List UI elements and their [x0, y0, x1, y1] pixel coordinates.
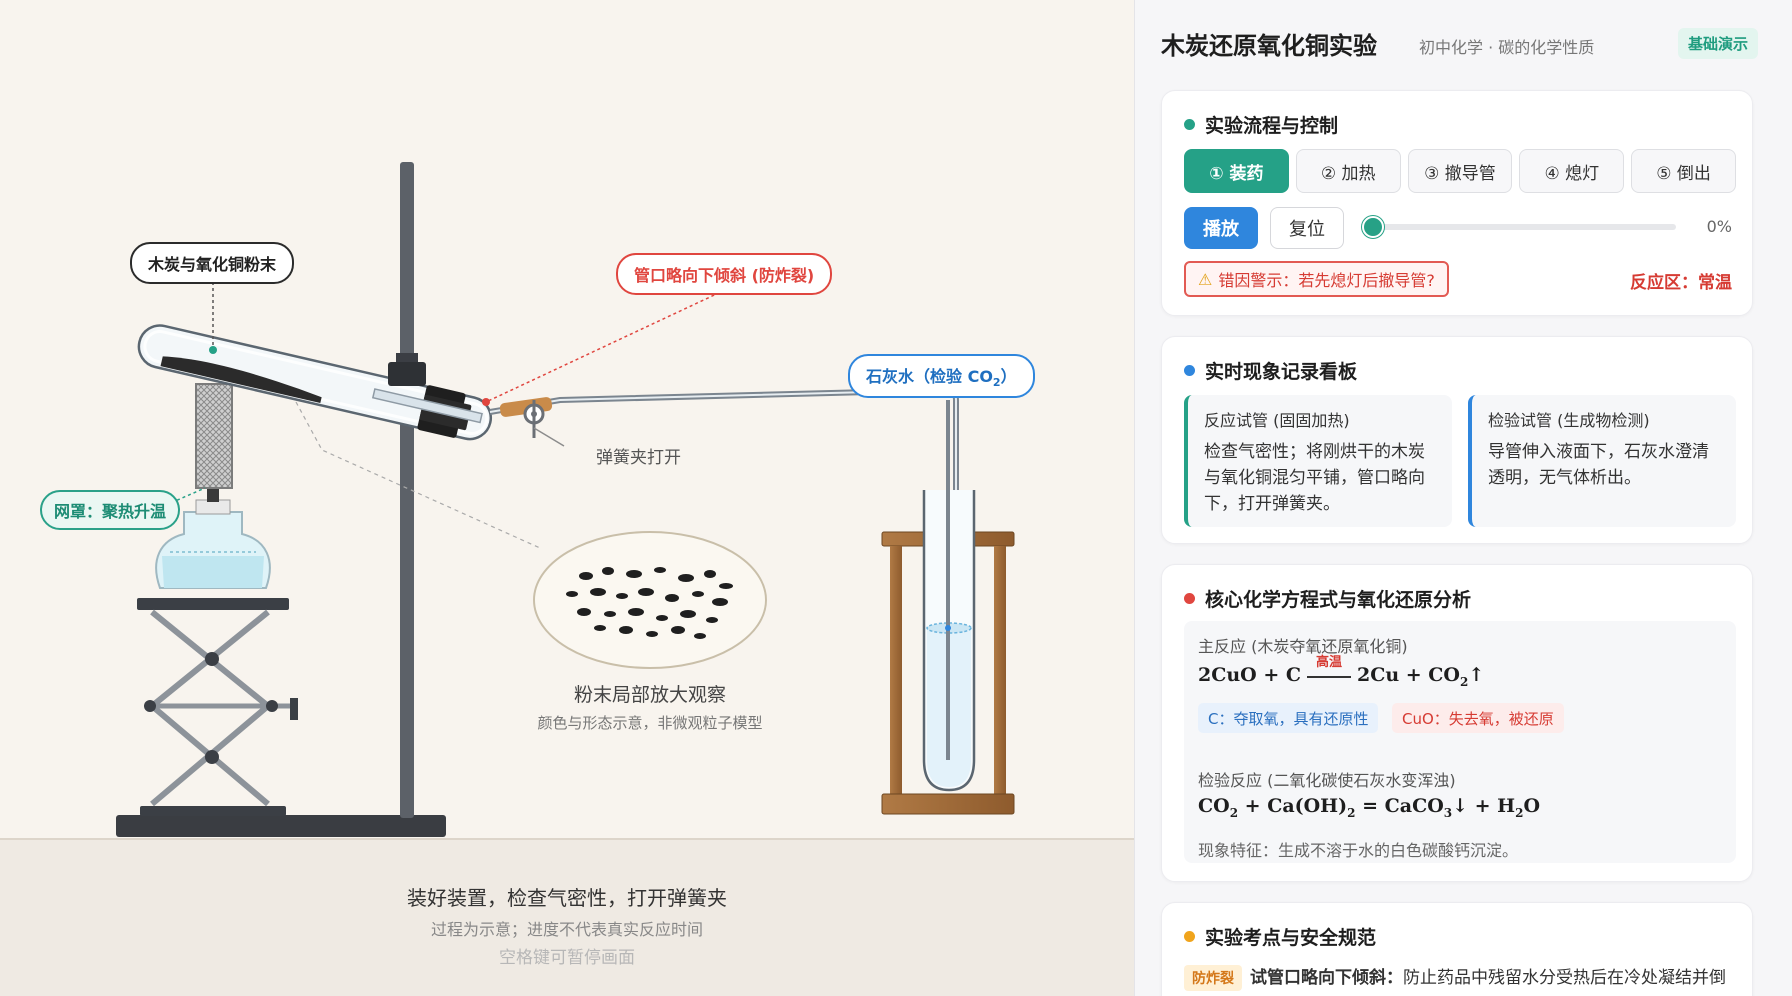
powder-label: 木炭与氧化铜粉末 [130, 242, 295, 284]
test-reaction-box: 检验反应 (二氧化碳使石灰水变浑浊) CO2 + Ca(OH)2 = CaCO3… [1184, 755, 1736, 863]
test-reaction-head: 检验反应 (二氧化碳使石灰水变浑浊) [1198, 771, 1456, 790]
reaction-tube-record-head: 反应试管 (固固加热) [1204, 411, 1350, 430]
safety-item-head: 试管口略向下倾斜： [1250, 968, 1403, 988]
safety-item: 防炸裂试管口略向下倾斜：防止药品中残留水分受热后在冷处凝结并倒 [1184, 963, 1726, 991]
limewater-label: 石灰水（检验 CO2） [848, 354, 1035, 399]
step-tab-2[interactable]: ② 加热 [1295, 149, 1401, 193]
page-title: 木炭还原氧化铜实验 [1161, 32, 1377, 60]
reaction-tube-record: 反应试管 (固固加热) 检查气密性；将刚烘干的木炭与氧化铜混匀平铺，管口略向下，… [1184, 395, 1452, 527]
wire-gauze-hood [195, 383, 233, 489]
test-reaction-equation: CO2 + Ca(OH)2 = CaCO3↓ + H2O [1198, 795, 1541, 820]
equations-card-title: 核心化学方程式与氧化还原分析 [1184, 585, 1471, 612]
reaction-test-tube [137, 324, 493, 441]
teal-dot-icon [1184, 119, 1195, 130]
warning-icon: ⚠ [1198, 269, 1213, 289]
apparatus-scene [116, 162, 1015, 837]
control-card-title: 实验流程与控制 [1184, 111, 1338, 138]
orange-dot-icon [1184, 931, 1195, 942]
safety-tag: 防炸裂 [1184, 965, 1242, 991]
page-subtitle: 初中化学 · 碳的化学性质 [1419, 38, 1595, 57]
blue-dot-icon [1184, 365, 1195, 376]
safety-item-body: 防止药品中残留水分受热后在冷处凝结并倒 [1403, 968, 1726, 988]
step-tab-5[interactable]: ⑤ 倒出 [1631, 149, 1736, 193]
control-card: 实验流程与控制 ① 装药 ② 加热 ③ 撤导管 ④ 熄灯 ⑤ 倒出 播放 复位 … [1161, 90, 1753, 316]
observation-card: 实时现象记录看板 反应试管 (固固加热) 检查气密性；将刚烘干的木炭与氧化铜混匀… [1161, 336, 1753, 544]
progress-slider-knob[interactable] [1362, 216, 1384, 238]
tube-clamp [388, 362, 426, 386]
observation-card-title: 实时现象记录看板 [1184, 357, 1357, 384]
tilt-warning-label: 管口略向下倾斜 (防炸裂) [616, 253, 833, 295]
stand-rod [400, 162, 414, 818]
clamp-open-label: 弹簧夹打开 [596, 448, 681, 468]
safety-card-title: 实验考点与安全规范 [1184, 923, 1376, 950]
stage-caption: 装好装置，检查气密性，打开弹簧夹 [407, 886, 727, 910]
info-panel: 木炭还原氧化铜实验 初中化学 · 碳的化学性质 基础演示 实验流程与控制 ① 装… [1134, 0, 1792, 996]
limewater-test-tube [922, 400, 976, 792]
reducing-agent-tag: C：夺取氧，具有还原性 [1198, 703, 1379, 733]
step-tabs: ① 装药 ② 加热 ③ 撤导管 ④ 熄灯 ⑤ 倒出 [1184, 149, 1736, 193]
test-tube-record: 检验试管 (生成物检测) 导管伸入液面下，石灰水澄清透明，无气体析出。 [1468, 395, 1736, 527]
step-tab-1[interactable]: ① 装药 [1184, 149, 1289, 193]
pause-hint: 空格键可暂停画面 [499, 948, 635, 968]
oxidizing-agent-tag: CuO：失去氧，被还原 [1392, 703, 1564, 733]
play-button[interactable]: 播放 [1184, 207, 1258, 249]
reaction-condition: 高温 [1306, 655, 1351, 689]
progress-slider[interactable] [1362, 216, 1676, 238]
level-badge: 基础演示 [1677, 28, 1758, 59]
zoom-subtitle: 颜色与形态示意，非微观粒子模型 [537, 714, 763, 732]
step-tab-3[interactable]: ③ 撤导管 [1407, 149, 1513, 193]
safety-card: 实验考点与安全规范 防炸裂试管口略向下倾斜：防止药品中残留水分受热后在冷处凝结并… [1161, 902, 1753, 996]
powder-zoom-view [533, 531, 767, 669]
test-tube-record-head: 检验试管 (生成物检测) [1488, 411, 1650, 430]
lab-jack [137, 598, 298, 816]
error-warning-button[interactable]: ⚠错因警示：若先熄灯后撤导管? [1184, 261, 1449, 297]
red-dot-icon [1184, 593, 1195, 604]
gauze-label: 网罩：聚热升温 [40, 490, 181, 530]
reaction-zone-status: 反应区：常温 [1630, 273, 1732, 293]
panel-header: 木炭还原氧化铜实验 初中化学 · 碳的化学性质 基础演示 [1161, 22, 1758, 64]
zoom-title: 粉末局部放大观察 [573, 684, 726, 706]
progress-value: 0% [1706, 217, 1732, 236]
stand-base [116, 815, 446, 837]
experiment-stage: 木炭与氧化铜粉末 管口略向下倾斜 (防炸裂) 石灰水（检验 CO2） 弹簧夹打开… [0, 162, 1134, 996]
main-reaction-head: 主反应 (木炭夺氧还原氧化铜) [1198, 637, 1408, 656]
alcohol-lamp [155, 488, 271, 589]
reset-button[interactable]: 复位 [1270, 207, 1344, 249]
reaction-tube-record-body: 检查气密性；将刚烘干的木炭与氧化铜混匀平铺，管口略向下，打开弹簧夹。 [1204, 442, 1425, 514]
test-tube-record-body: 导管伸入液面下，石灰水澄清透明，无气体析出。 [1488, 442, 1709, 488]
stage-caption-note: 过程为示意；进度不代表真实反应时间 [430, 920, 703, 939]
test-reaction-note: 现象特征：生成不溶于水的白色碳酸钙沉淀。 [1198, 841, 1519, 860]
table-surface [0, 838, 1134, 996]
step-tab-4[interactable]: ④ 熄灯 [1519, 149, 1625, 193]
